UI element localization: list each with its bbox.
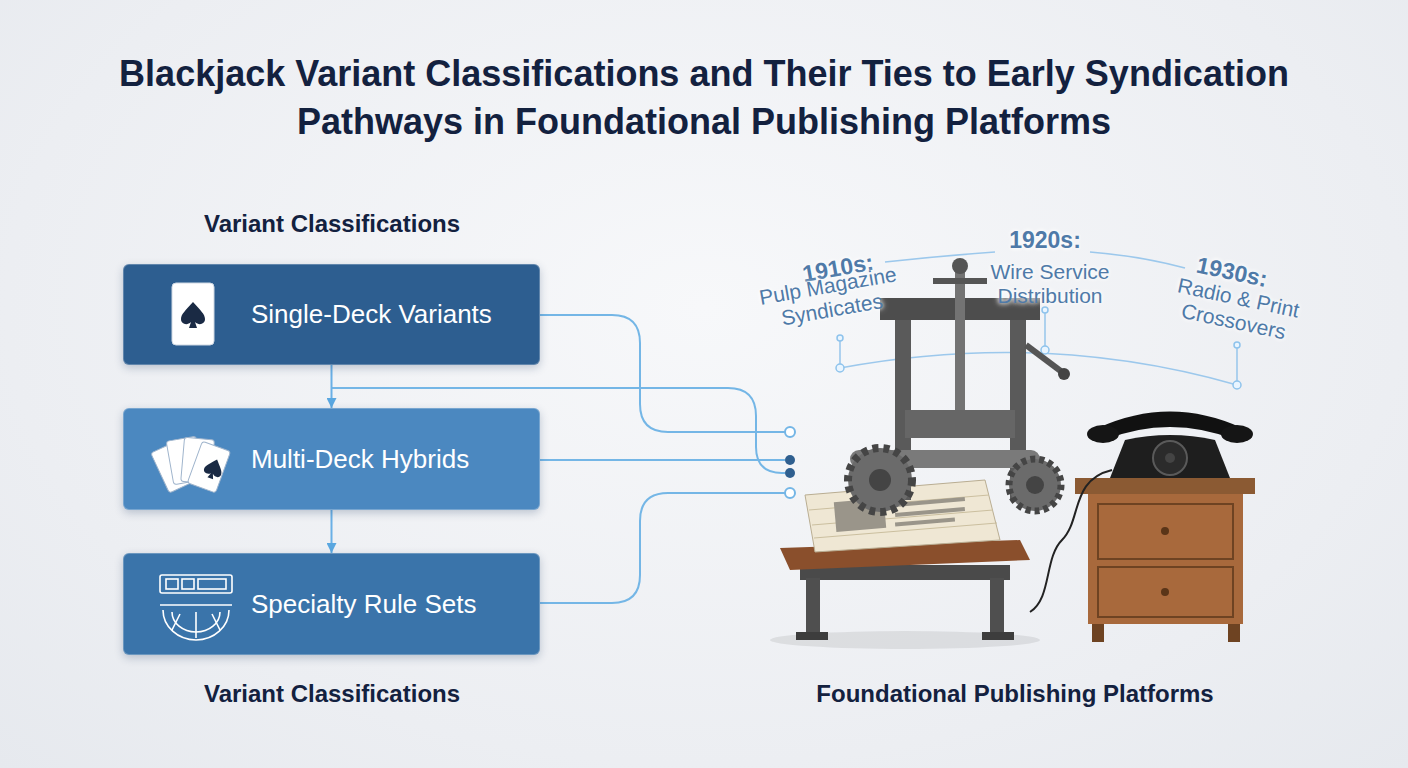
table-icon [160,575,232,640]
telephone-stand [1088,494,1243,624]
telephone-stand [1092,624,1104,642]
table-icon [160,575,232,593]
wire-terminal [785,427,795,437]
telephone-stand [1098,504,1233,559]
card-fan-icon [166,436,203,485]
wire-terminal [785,488,795,498]
telephone [1030,470,1112,612]
variant-box: Multi-Deck Hybrids [123,408,540,510]
wire-terminal [785,427,795,498]
telephone-stand [1075,478,1255,642]
printing-press [806,578,820,636]
printing-press [955,266,965,414]
timeline-dot [1042,307,1048,313]
printing-press [770,631,1040,649]
card-icon [172,283,214,345]
telephone-stand [1161,527,1169,535]
table-icon [163,610,229,640]
printing-press [933,278,987,284]
connector-wire [540,459,785,461]
card-fan-icon [151,436,231,493]
connector-wire [540,315,785,432]
table-icon [172,612,220,638]
printing-press [895,517,955,526]
wire-terminal [785,468,795,478]
printing-press [1026,345,1062,372]
connector-wire [540,493,785,603]
card-fan-icon [151,440,197,493]
printing-press [905,410,1015,438]
printing-press [869,469,891,491]
table-icon [198,579,226,589]
printing-press [848,448,912,512]
card-fan-icon [181,437,215,483]
telephone [1221,425,1253,443]
table-icon [182,579,194,589]
printing-press [1009,459,1061,511]
printing-press [982,632,1014,640]
timeline-dot [1041,346,1049,354]
table-icon [160,604,232,606]
telephone [1165,453,1175,463]
timeline-dot [836,364,844,372]
variant-box: Single-Deck Variants [123,264,540,365]
box-label: Single-Deck Variants [251,299,492,330]
telephone [1087,425,1119,443]
printing-press [1026,476,1044,494]
printing-press [990,578,1004,636]
telephone [1110,435,1230,478]
box-label: Multi-Deck Hybrids [251,444,469,475]
telephone [1098,412,1242,441]
printing-press [1058,368,1070,380]
timeline-line [1236,345,1238,385]
diagram-title: Blackjack Variant Classifications and Th… [0,50,1408,146]
card-fan-icon [187,441,230,493]
timeline-line [1044,310,1046,350]
table-icon [172,612,220,632]
timeline-caption: Wire Service Distribution [975,260,1125,308]
printing-press [895,507,965,517]
card-icon [181,302,205,328]
wire-terminal [785,455,795,465]
flow-arrow [331,510,333,553]
box-label: Specialty Rule Sets [251,589,476,620]
platform-caption: Foundational Publishing Platforms [816,680,1213,708]
telephone [1030,412,1253,613]
table-icon [166,579,178,589]
telephone-stand [1075,478,1255,494]
flow-arrow [331,365,333,408]
card-icon [172,283,214,345]
timeline-line [885,252,995,262]
group-heading: Variant Classifications [204,680,460,708]
timeline-dot [1233,381,1241,389]
timeline-dot [837,335,843,341]
card-fan-icon [202,456,226,481]
group-heading: Variant Classifications [204,210,460,238]
telephone-stand [1161,588,1169,596]
variant-box: Specialty Rule Sets [123,553,540,655]
telephone-stand [1098,567,1233,617]
telephone-stand [1228,624,1240,642]
printing-press [796,632,828,640]
printing-press [952,258,968,274]
telephone [1153,441,1187,475]
timeline-year: 1920s: [1009,227,1081,253]
timeline-dot [1234,342,1240,348]
